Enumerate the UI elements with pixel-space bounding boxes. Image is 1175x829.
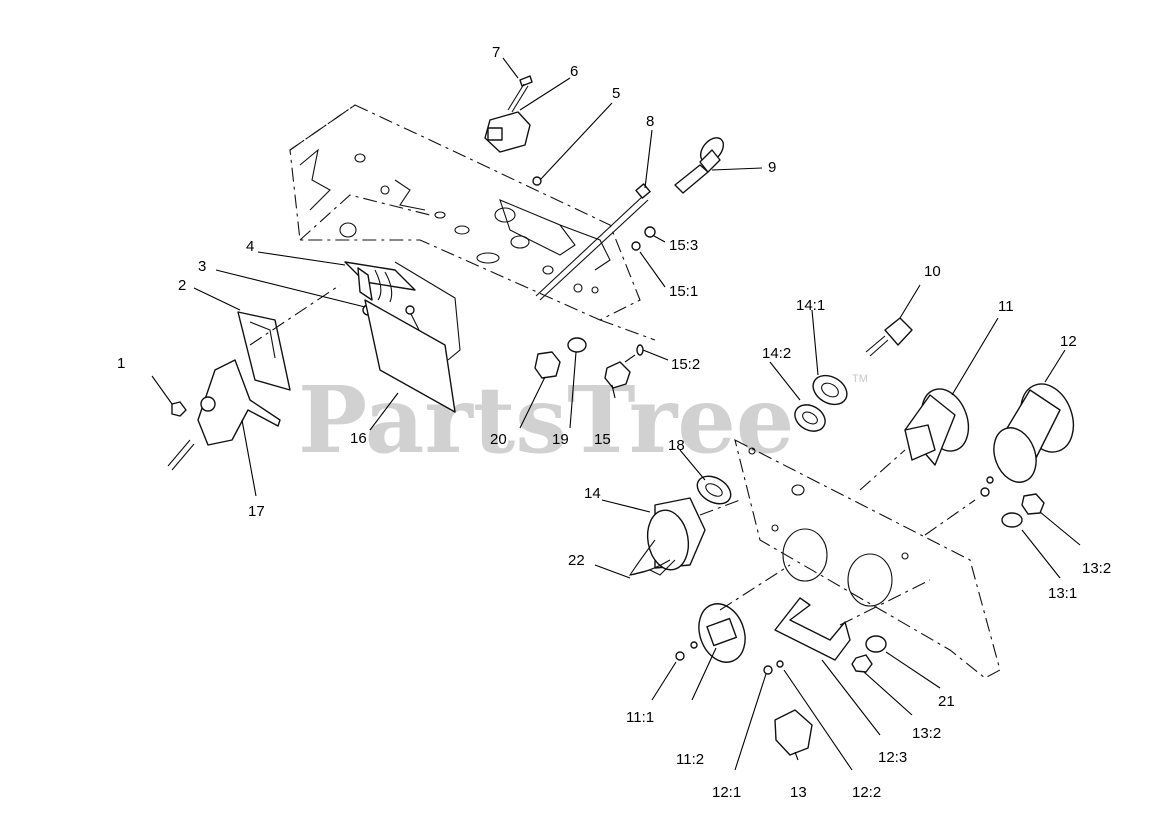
screw-7 [507,75,533,113]
callout-11-2: 11:2 [676,751,704,768]
hour-meter-11 [904,388,970,466]
lock-washer-gauge-2 [986,476,994,484]
callout-5: 5 [612,85,620,102]
callout-1: 1 [117,355,125,372]
bezel-11-2 [698,603,746,663]
ignition-switch-14 [628,497,706,576]
callout-14: 14 [584,485,601,502]
callout-13-2-right: 13:2 [1082,560,1111,577]
callout-labels: 1 2 3 4 5 6 7 8 9 10 11 12 13 14 15 16 1… [117,44,1111,801]
callout-9: 9 [768,159,776,176]
bracket-12-3 [774,597,851,661]
plate-2 [237,311,291,391]
callout-17: 17 [248,503,265,520]
callout-15-1: 15:1 [669,283,698,300]
lock-washer-gauge [980,487,990,497]
gauge-12 [993,383,1075,483]
knob-15 [604,354,636,389]
washer-13-1 [1001,512,1023,528]
knob-6 [484,111,531,153]
callout-13-2-lower: 13:2 [912,725,941,742]
callout-12-3: 12:3 [878,749,907,766]
nut-5 [532,176,542,186]
callout-15: 15 [594,431,611,448]
callout-11-1: 11:1 [626,709,654,726]
callout-16: 16 [350,430,367,447]
washer-14-2 [794,404,826,432]
callout-8: 8 [646,113,654,130]
choke-rod [535,183,651,301]
lock-washer-15-1 [631,241,641,251]
nut-12-1 [763,665,773,675]
callout-13: 13 [790,784,807,801]
callout-12-1: 12:1 [712,784,741,801]
watermark-trademark: TM [852,373,868,385]
nut-14-1 [812,374,848,406]
washer-21 [865,635,887,653]
callout-7: 7 [492,44,500,61]
callout-13-1: 13:1 [1048,585,1077,602]
watermark-text: PartsTree [298,366,794,474]
callout-6: 6 [570,63,578,80]
callout-4: 4 [246,238,254,255]
e-ring-15-2 [636,344,644,356]
washer-18 [696,475,732,505]
washer-12-2 [776,660,784,668]
callout-3: 3 [198,258,206,275]
callout-12: 12 [1060,333,1077,350]
key-10 [865,317,913,357]
nut-13-2-right [1021,493,1045,515]
callout-20: 20 [490,431,507,448]
callout-12-2: 12:2 [852,784,881,801]
callout-14-1: 14:1 [796,297,825,314]
callout-10: 10 [924,263,941,280]
lever-17 [167,359,281,471]
callout-11: 11 [998,298,1014,315]
callout-19: 19 [552,431,569,448]
nut-13-2-lower [851,654,873,673]
switch-bracket-4 [344,261,416,303]
cover-plate-16 [364,299,456,413]
choke-knob [674,137,725,194]
callout-22: 22 [568,552,585,569]
nut-1 [171,401,187,417]
spacer-15-3 [644,226,656,238]
callout-2: 2 [178,277,186,294]
callout-18: 18 [668,437,685,454]
nut-11-1 [675,651,685,661]
nut-20 [534,351,561,379]
callout-15-3: 15:3 [669,237,698,254]
washer-19 [567,337,587,353]
instrument-panel [734,438,1001,679]
callout-21: 21 [938,693,955,710]
light-13 [774,709,813,756]
callout-14-2: 14:2 [762,345,791,362]
callout-15-2: 15:2 [671,356,700,373]
upper-dash-panel [289,104,641,321]
wire-harness-22 [629,559,676,576]
leader-lines [151,57,1081,771]
washer-11-1 [690,641,698,649]
